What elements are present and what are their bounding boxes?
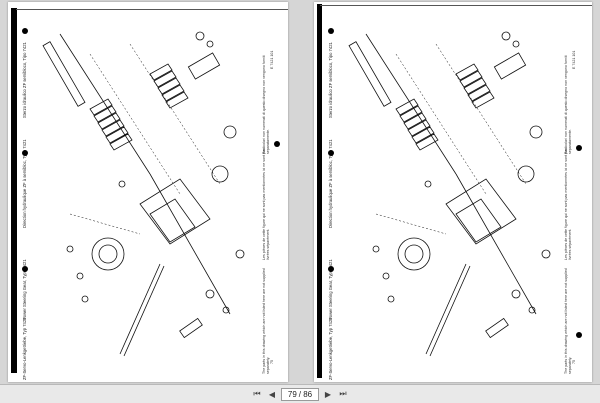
header-bullet — [328, 28, 334, 34]
page-header-de: ZF-Servo-Lenkgetriebe, Typ 7421 — [22, 317, 27, 380]
header-bullet — [22, 150, 28, 156]
header-bullet — [22, 266, 28, 272]
header-bullet — [22, 28, 28, 34]
page-spine-bar — [317, 4, 322, 378]
footnote-en: The parts in this drawing which are not … — [262, 268, 270, 374]
margin-bullet — [274, 141, 280, 147]
page-number: 75 — [572, 360, 576, 364]
footnote-fr: Les pièces de cette figure qui ne sont p… — [262, 148, 270, 260]
page-total: / 86 — [298, 389, 313, 399]
page-header-it: Sterzo idraulico ZF semibloco, Tipo 7421 — [22, 42, 27, 118]
page-top-rule — [320, 5, 592, 6]
margin-bullet — [576, 145, 582, 151]
page-left: ZF-Servo-Lenkgetriebe, Typ 7421 Power St… — [8, 2, 288, 382]
footnote-fr: Les pièces de cette figure qui ne sont p… — [564, 148, 572, 260]
exploded-parts-drawing — [42, 31, 245, 357]
margin-bullet — [576, 332, 582, 338]
page-top-rule — [16, 9, 288, 10]
page-navigation-toolbar: ⏮ ◀ 79 / 86 ▶ ⏭ — [0, 384, 600, 403]
footnote-en: The parts in this drawing which are not … — [564, 268, 572, 374]
exploded-parts-drawing — [348, 31, 551, 357]
page-right: ZF-Servo-Lenkgetriebe, Typ 7421 Power St… — [314, 2, 592, 382]
page-header-it: Sterzo idraulico ZF semibloco, Tipo 7421 — [328, 42, 333, 118]
page-spine-bar — [11, 8, 17, 373]
page-header-de: ZF-Servo-Lenkgetriebe, Typ 7421 — [328, 317, 333, 380]
next-page-icon[interactable]: ▶ — [324, 389, 332, 399]
doc-code: E 7421 101 — [572, 50, 576, 69]
header-bullet — [328, 150, 334, 156]
footnote-it: Particolari non numerati di questo diseg… — [564, 55, 572, 154]
first-page-icon[interactable]: ⏮ — [253, 389, 261, 398]
last-page-icon[interactable]: ⏭ — [339, 389, 347, 398]
header-bullet — [328, 266, 334, 272]
page-number: 75 — [270, 360, 274, 364]
page-number-field[interactable]: 79 / 86 — [281, 387, 319, 401]
doc-code: E 7421 101 — [270, 50, 274, 69]
document-viewer[interactable]: ZF-Servo-Lenkgetriebe, Typ 7421 Power St… — [0, 0, 600, 384]
footnote-it: Particolari non numerati di questo diseg… — [262, 55, 270, 154]
prev-page-icon[interactable]: ◀ — [268, 389, 276, 399]
current-page[interactable]: 79 — [287, 389, 297, 399]
